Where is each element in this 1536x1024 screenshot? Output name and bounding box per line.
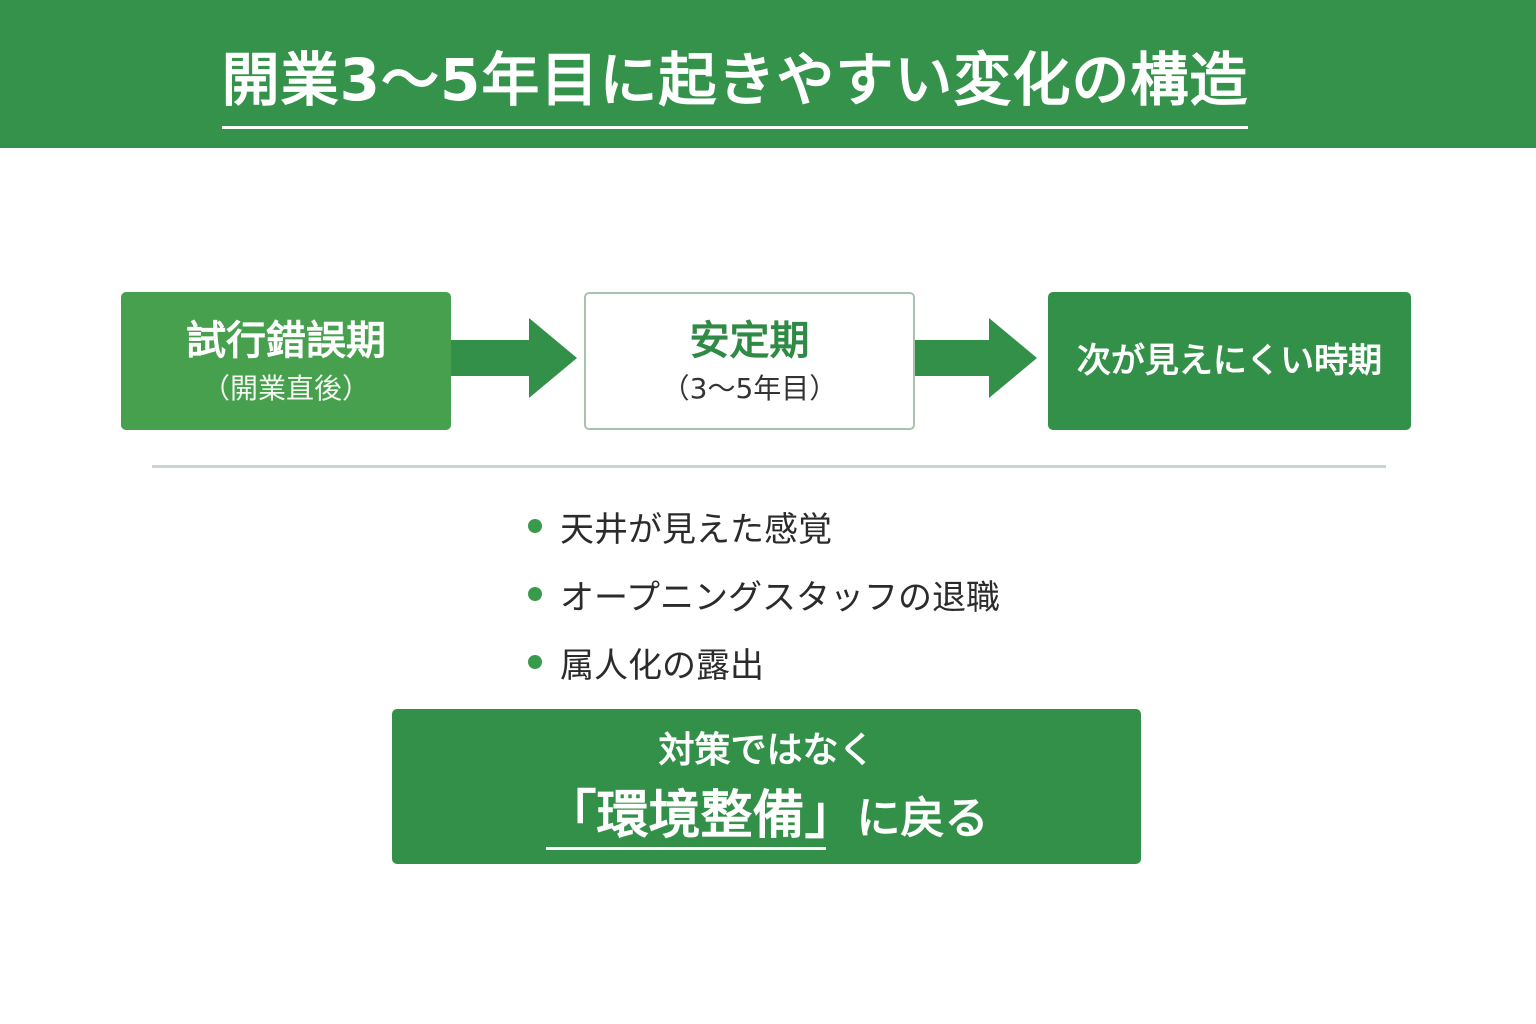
list-item: オープニングスタッフの退職 bbox=[528, 560, 1000, 628]
conclusion-box: 対策ではなく 「環境整備」に戻る bbox=[392, 709, 1141, 864]
flow-step-title: 次が見えにくい時期 bbox=[1076, 341, 1383, 381]
flow-step-unclear-future: 次が見えにくい時期 bbox=[1048, 292, 1411, 430]
flow-step-title: 試行錯誤期 bbox=[186, 318, 386, 364]
title-underline bbox=[222, 126, 1248, 129]
arrow-right-icon bbox=[915, 318, 1037, 398]
flow-step-subtitle: （3〜5年目） bbox=[661, 372, 838, 405]
bullet-dot-icon bbox=[528, 587, 542, 601]
conclusion-line2: 「環境整備」に戻る bbox=[392, 785, 1141, 850]
arrow-right-icon bbox=[451, 318, 577, 398]
header-band: 開業3〜5年目に起きやすい変化の構造 bbox=[0, 0, 1536, 148]
flow-step-stable-period: 安定期 （3〜5年目） bbox=[584, 292, 915, 430]
bullet-text: オープニングスタッフの退職 bbox=[560, 577, 1000, 618]
section-divider bbox=[152, 465, 1386, 468]
conclusion-emphasis: 「環境整備」 bbox=[544, 786, 857, 846]
flow-step-subtitle: （開業直後） bbox=[201, 372, 370, 405]
conclusion-line1: 対策ではなく bbox=[658, 730, 875, 771]
bullet-dot-icon bbox=[528, 519, 542, 533]
emphasis-underline bbox=[546, 847, 826, 850]
flow-step-title: 安定期 bbox=[689, 318, 810, 364]
list-item: 天井が見えた感覚 bbox=[528, 492, 1000, 560]
flow-step-trial-and-error: 試行錯誤期 （開業直後） bbox=[121, 292, 451, 430]
bullet-dot-icon bbox=[528, 655, 542, 669]
bullet-text: 属人化の露出 bbox=[560, 645, 764, 686]
bullet-text: 天井が見えた感覚 bbox=[560, 509, 832, 550]
bullet-list: 天井が見えた感覚 オープニングスタッフの退職 属人化の露出 bbox=[528, 492, 1000, 696]
page-title: 開業3〜5年目に起きやすい変化の構造 bbox=[221, 46, 1249, 114]
conclusion-rest: に戻る bbox=[856, 793, 989, 844]
list-item: 属人化の露出 bbox=[528, 628, 1000, 696]
